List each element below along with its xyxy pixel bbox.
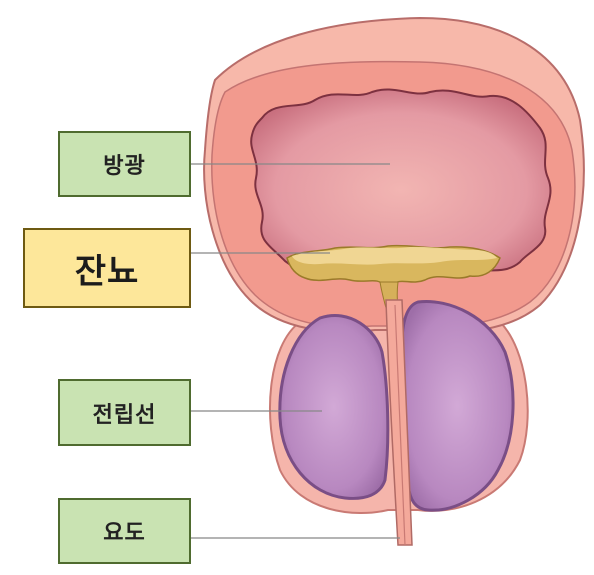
urethra-lumen	[394, 304, 406, 546]
urethra	[385, 299, 413, 546]
prostate-left-lobe	[278, 314, 390, 500]
label-urethra: 요도	[58, 498, 191, 564]
label-bladder: 방광	[58, 131, 191, 197]
residual-urine-surface	[292, 246, 497, 265]
label-prostate: 전립선	[58, 379, 191, 446]
label-residual-urine: 잔뇨	[23, 228, 191, 308]
bladder-cavity	[250, 88, 552, 273]
